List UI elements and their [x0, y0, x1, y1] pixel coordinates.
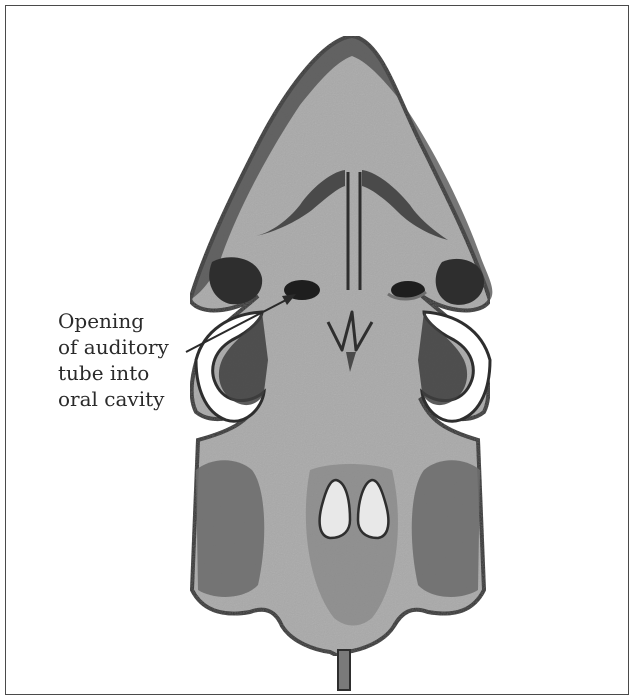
auditory-tube-label: Opening of auditory tube into oral cavit…	[58, 308, 198, 412]
right-lower-lobe	[412, 460, 480, 597]
label-line-3: tube into	[58, 360, 198, 386]
right-ear-lobe	[436, 259, 484, 305]
label-line-1: Opening	[58, 308, 198, 334]
esophagus-stem	[338, 650, 350, 690]
left-lower-lobe	[196, 460, 264, 597]
label-line-4: oral cavity	[58, 386, 198, 412]
label-line-2: of auditory	[58, 334, 198, 360]
